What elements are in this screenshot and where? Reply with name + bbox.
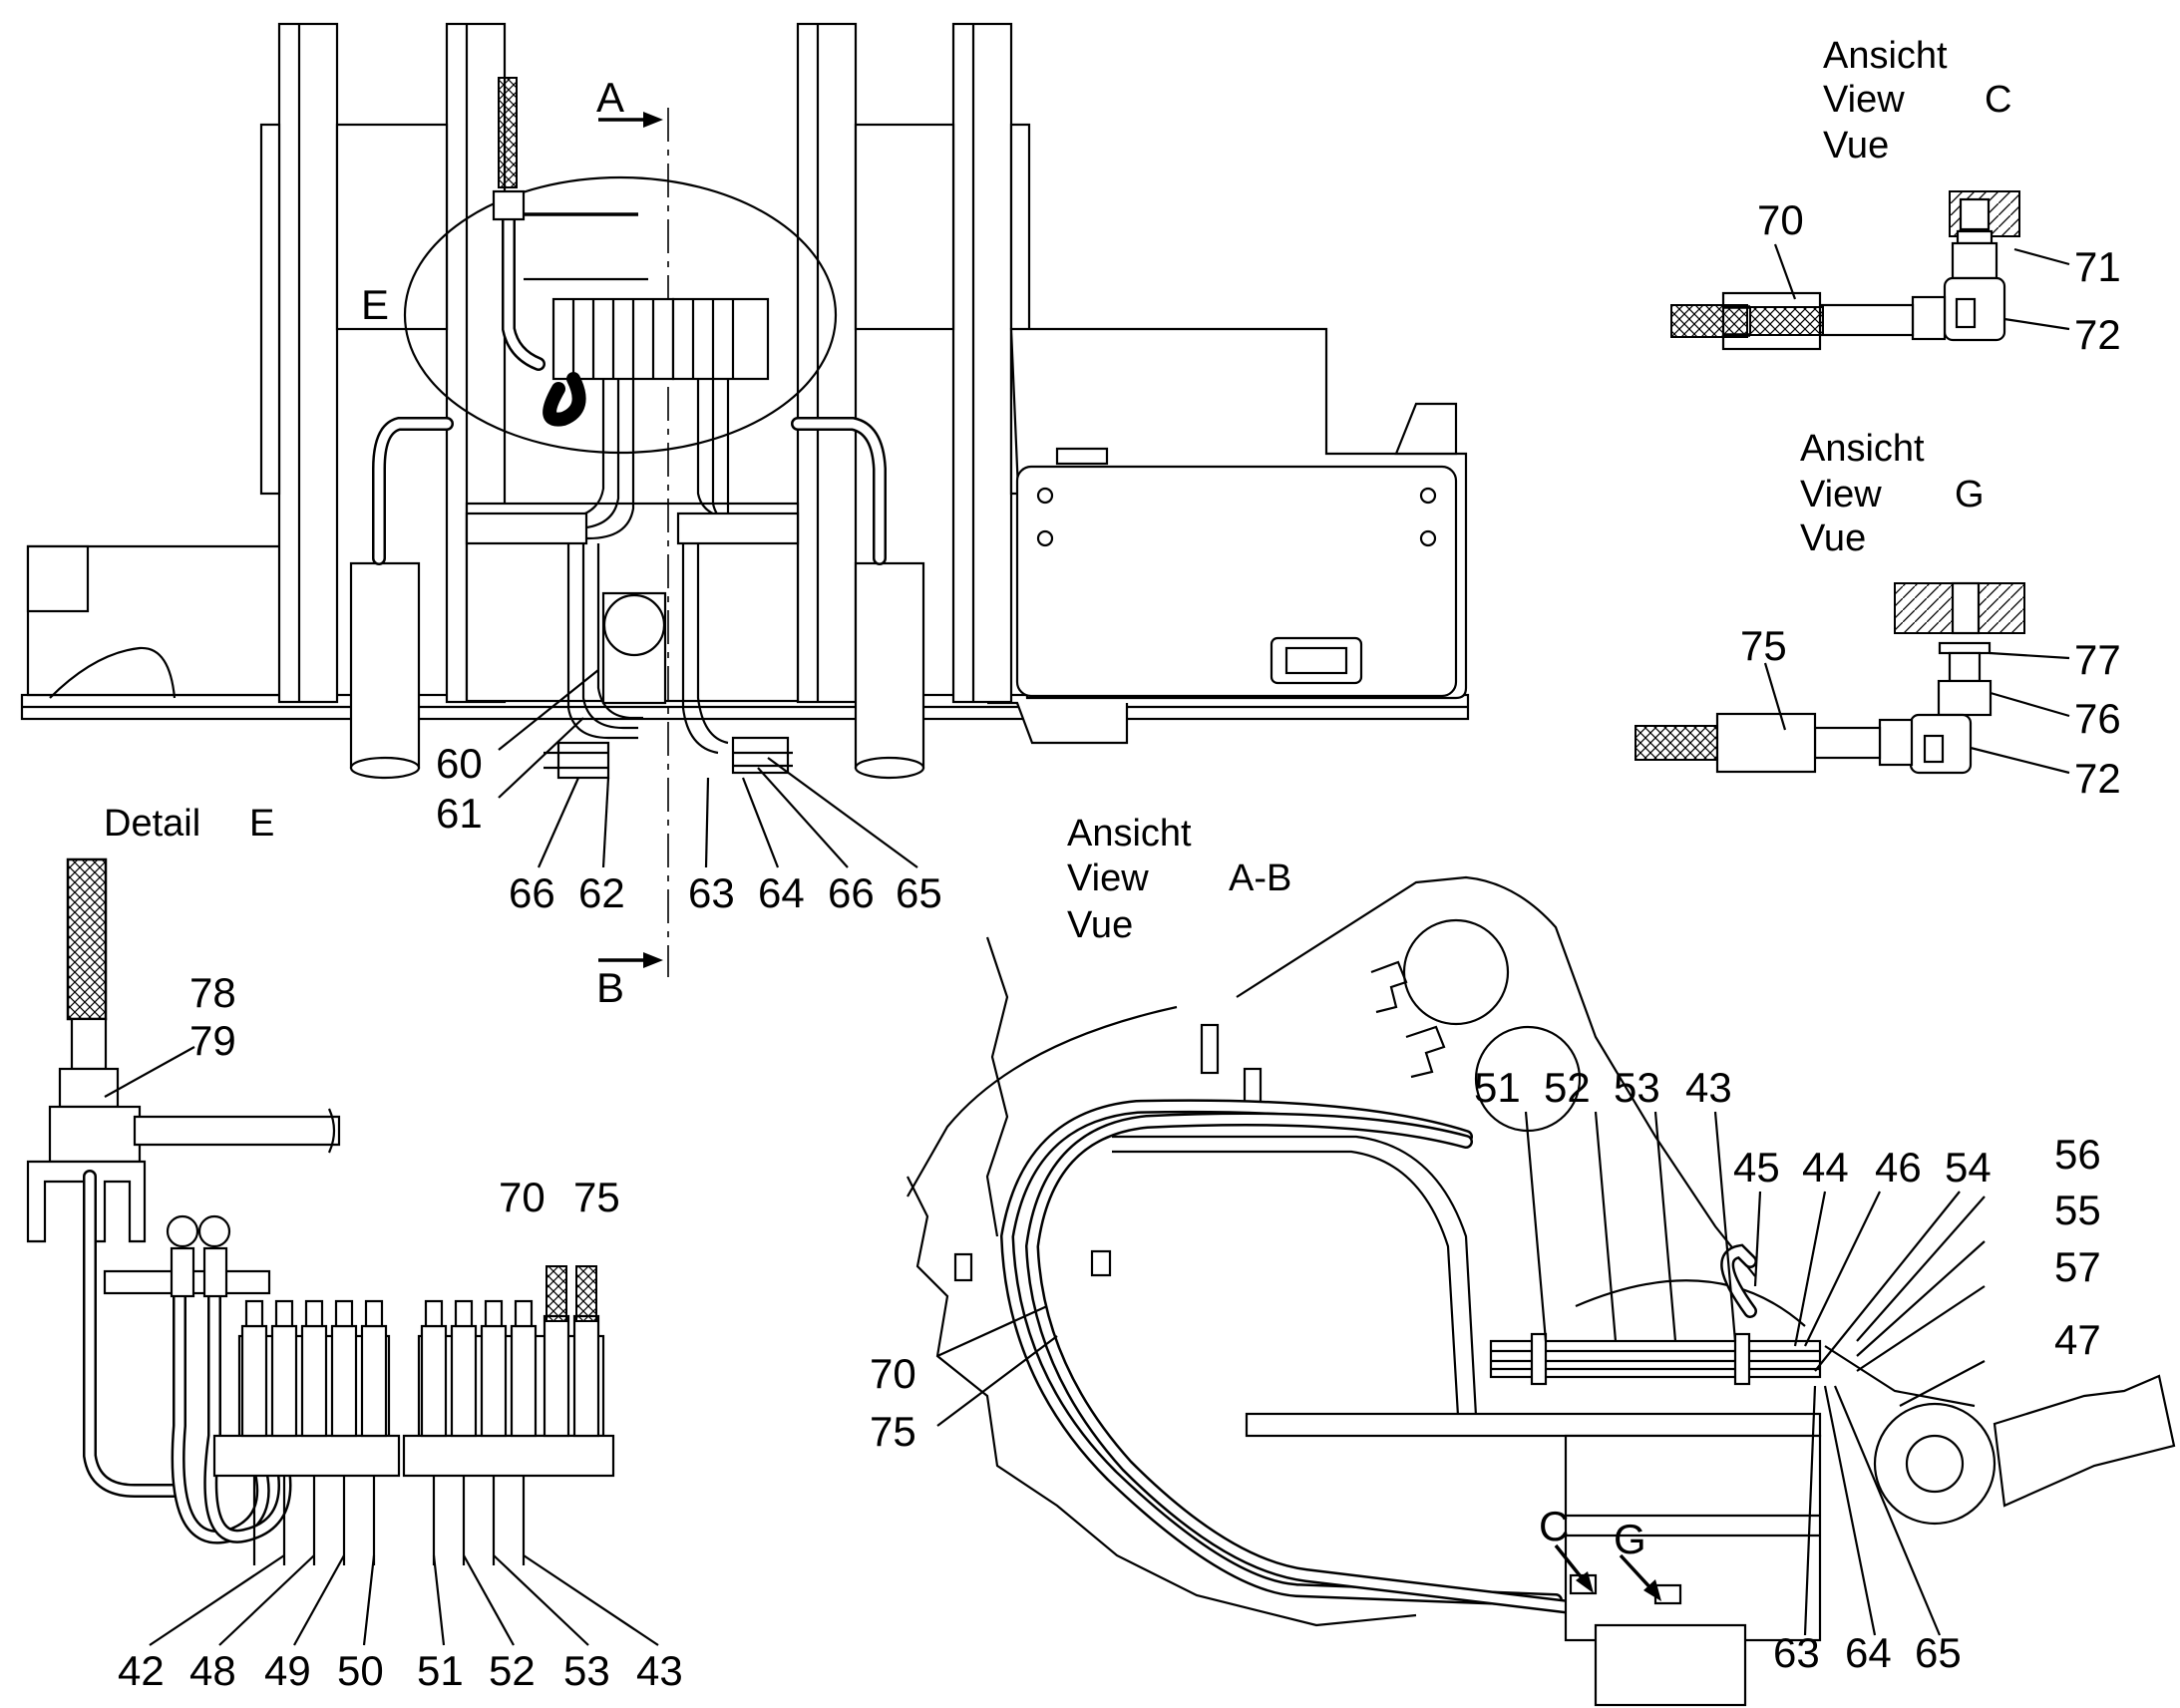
callout-42: 42 (118, 1647, 165, 1694)
view-g-title-de: Ansicht (1800, 428, 1925, 470)
callout-75-detail: 75 (573, 1174, 620, 1220)
callout-78: 78 (189, 969, 236, 1016)
callout-57: 57 (2054, 1243, 2101, 1290)
callout-70-c: 70 (1757, 196, 1804, 243)
callout-51-ab: 51 (1474, 1064, 1521, 1111)
callout-49: 49 (264, 1647, 311, 1694)
callout-65: 65 (896, 869, 942, 916)
callout-53: 53 (563, 1647, 610, 1694)
section-mark-a: A (596, 74, 624, 121)
view-ab (907, 875, 2176, 1707)
callout-75-g: 75 (1740, 622, 1787, 669)
callout-72-g: 72 (2074, 755, 2121, 802)
callout-53-ab: 53 (1614, 1064, 1660, 1111)
section-mark-b: B (596, 964, 624, 1011)
callout-47: 47 (2054, 1316, 2101, 1363)
callout-76: 76 (2074, 695, 2121, 742)
view-g (1635, 581, 2070, 775)
view-g-labels: Ansicht View Vue G 75 77 76 72 (1740, 428, 2121, 802)
callout-54: 54 (1945, 1144, 1992, 1191)
callout-66b: 66 (828, 869, 875, 916)
view-g-title-en: View (1800, 474, 1882, 515)
callout-70-ab: 70 (870, 1350, 916, 1397)
callout-48: 48 (189, 1647, 236, 1694)
main-view-labels: A B E 60 61 66 62 63 64 66 65 (361, 74, 942, 1011)
view-ab-title-de: Ansicht (1067, 813, 1192, 854)
callout-61: 61 (436, 790, 483, 837)
callout-51: 51 (417, 1647, 464, 1694)
callout-64-ab: 64 (1845, 1629, 1892, 1676)
view-c-title-de: Ansicht (1823, 35, 1948, 77)
callout-44: 44 (1802, 1144, 1849, 1191)
view-g-letter: G (1955, 474, 1985, 515)
callout-79: 79 (189, 1017, 236, 1064)
view-ab-arrow-g: G (1614, 1516, 1646, 1562)
detail-e-labels: Detail E 78 79 70 75 42 48 49 50 51 52 5… (104, 803, 683, 1694)
callout-75-ab: 75 (870, 1408, 916, 1455)
view-ab-title-en: View (1067, 857, 1149, 899)
callout-52-ab: 52 (1544, 1064, 1591, 1111)
callout-77: 77 (2074, 636, 2121, 683)
view-c-letter: C (1985, 79, 2011, 121)
callout-45: 45 (1733, 1144, 1780, 1191)
callout-43: 43 (636, 1647, 683, 1694)
main-view (20, 22, 1470, 977)
view-ab-title-fr: Vue (1067, 904, 1133, 946)
view-c-title-fr: Vue (1823, 125, 1889, 167)
callout-64: 64 (758, 869, 805, 916)
callout-55: 55 (2054, 1187, 2101, 1233)
detail-marker-e: E (361, 281, 389, 328)
view-ab-letter: A-B (1229, 857, 1291, 899)
view-g-title-fr: Vue (1800, 517, 1866, 559)
callout-66a: 66 (509, 869, 555, 916)
view-ab-labels: Ansicht View Vue A-B 51 52 53 43 45 44 4… (870, 813, 2101, 1676)
callout-52: 52 (489, 1647, 536, 1694)
view-ab-arrow-c: C (1539, 1503, 1569, 1549)
view-c-labels: Ansicht View Vue C 70 71 72 (1757, 35, 2121, 358)
detail-e-title-letter: E (249, 803, 274, 845)
detail-e-view (26, 857, 659, 1646)
callout-71: 71 (2074, 243, 2121, 290)
callout-70-detail: 70 (499, 1174, 545, 1220)
callout-50: 50 (337, 1647, 384, 1694)
view-c (1670, 190, 2070, 351)
callout-56: 56 (2054, 1131, 2101, 1178)
callout-62: 62 (578, 869, 625, 916)
callout-63-ab: 63 (1773, 1629, 1820, 1676)
callout-43-ab: 43 (1685, 1064, 1732, 1111)
callout-63: 63 (688, 869, 735, 916)
callout-72-c: 72 (2074, 311, 2121, 358)
callout-46: 46 (1875, 1144, 1922, 1191)
view-c-title-en: View (1823, 79, 1905, 121)
callout-65-ab: 65 (1915, 1629, 1962, 1676)
detail-e-title: Detail (104, 803, 200, 845)
callout-60: 60 (436, 740, 483, 787)
